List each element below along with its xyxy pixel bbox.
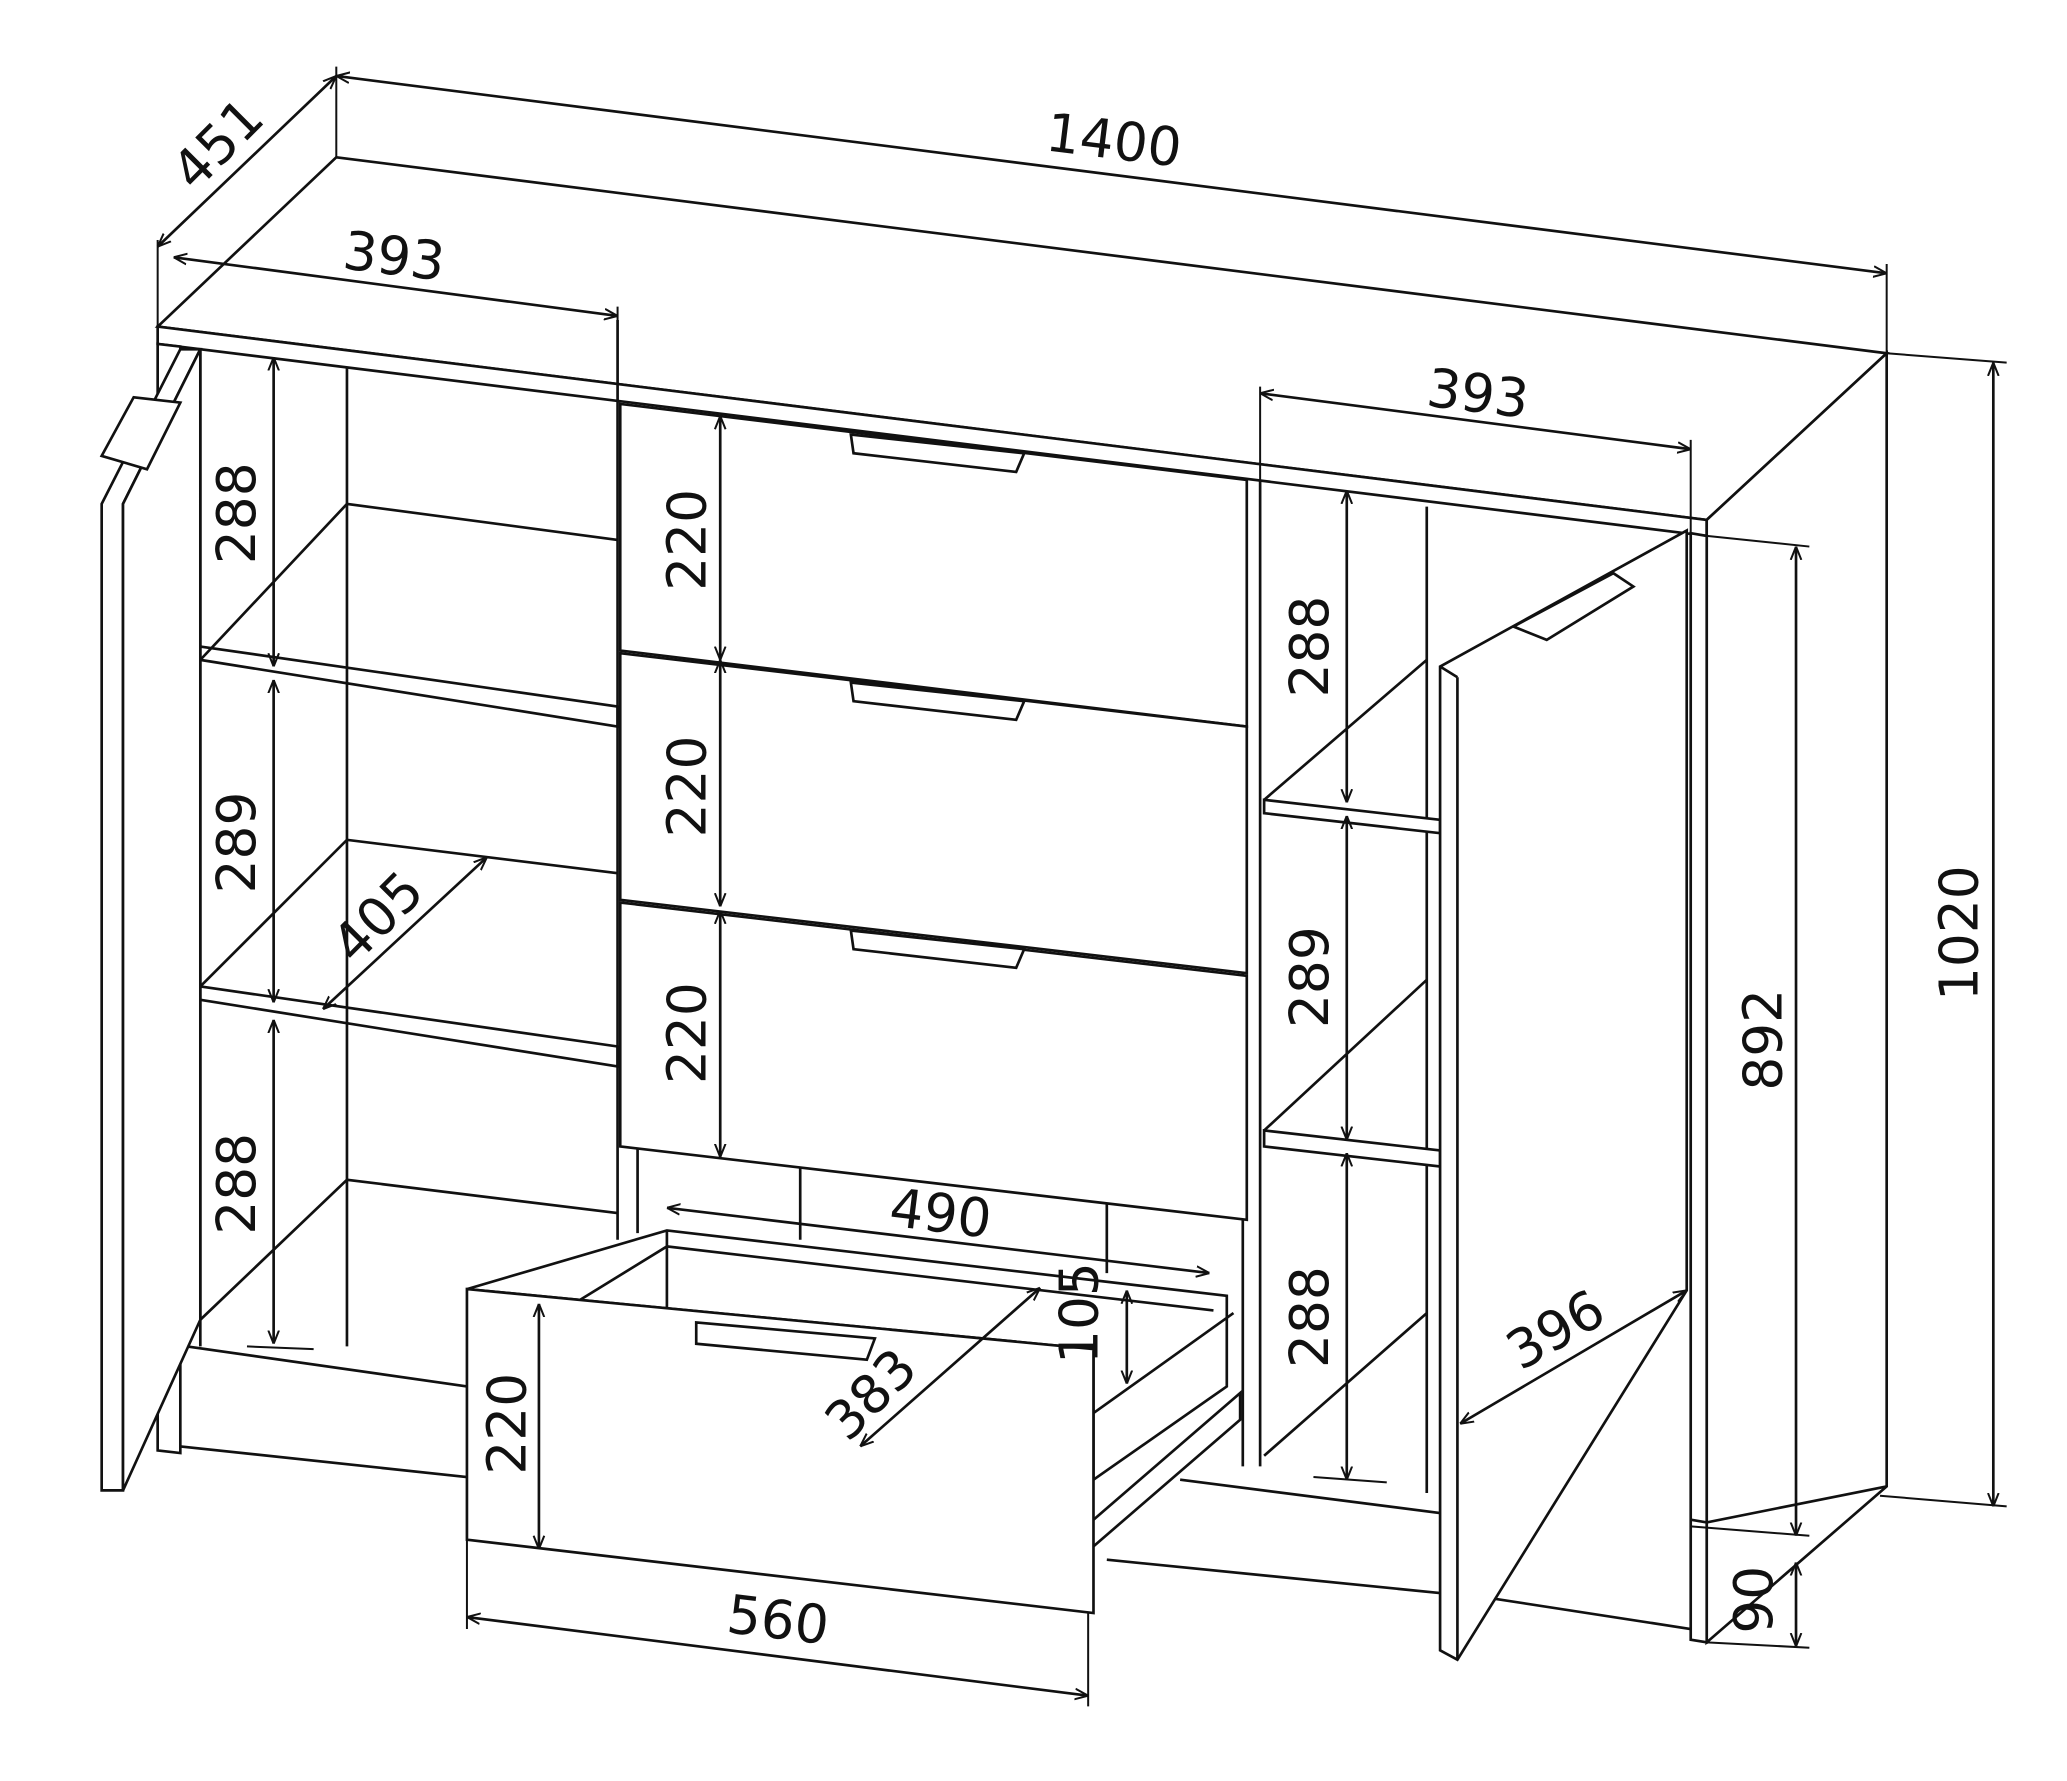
left-shelf-height-1: 288 (206, 462, 268, 564)
drawer-1-handle[interactable] (849, 433, 1027, 474)
right-shelf-height-2: 289 (1279, 926, 1341, 1028)
dimension-lines (158, 76, 1994, 1696)
right-shelf-height-3: 288 (1279, 1266, 1341, 1368)
depth-label: 451 (160, 86, 276, 202)
drawer-inner-width-label: 490 (886, 1177, 995, 1251)
drawer-height-1: 220 (657, 489, 719, 591)
drawer-2[interactable] (618, 651, 1249, 975)
drawer-front-width-label: 560 (724, 1583, 833, 1657)
left-shelf-depth-label: 405 (320, 860, 436, 976)
left-door-handle[interactable] (99, 395, 183, 471)
drawer-2-handle[interactable] (849, 681, 1027, 722)
left-shelf-height-3: 288 (206, 1133, 268, 1235)
drawer-3-handle[interactable] (849, 928, 1027, 970)
drawer-inner-height-label: 105 (1048, 1262, 1110, 1364)
drawer-stack (618, 402, 1249, 1222)
plinth-height-label: 90 (1723, 1566, 1785, 1634)
total-height-label: 1020 (1928, 865, 1990, 1001)
left-shelf-height-2: 289 (206, 792, 268, 894)
dimension-labels: 451 1400 393 393 288 289 288 220 220 220… (160, 86, 1990, 1657)
right-shelf-height-1: 288 (1279, 596, 1341, 698)
left-section-width-label: 393 (340, 220, 449, 294)
drawer-height-3: 220 (657, 982, 719, 1084)
right-side-front (1689, 531, 1709, 1644)
open-drawer-front-height-label: 220 (477, 1373, 539, 1475)
body-height-label: 892 (1732, 989, 1794, 1091)
right-door[interactable] (1438, 528, 1689, 1662)
drawer-3[interactable] (618, 900, 1249, 1222)
drawer-height-2: 220 (657, 736, 719, 838)
right-section-width-label: 393 (1424, 357, 1533, 431)
right-door-handle[interactable] (1510, 571, 1636, 642)
left-door[interactable] (99, 347, 203, 1492)
